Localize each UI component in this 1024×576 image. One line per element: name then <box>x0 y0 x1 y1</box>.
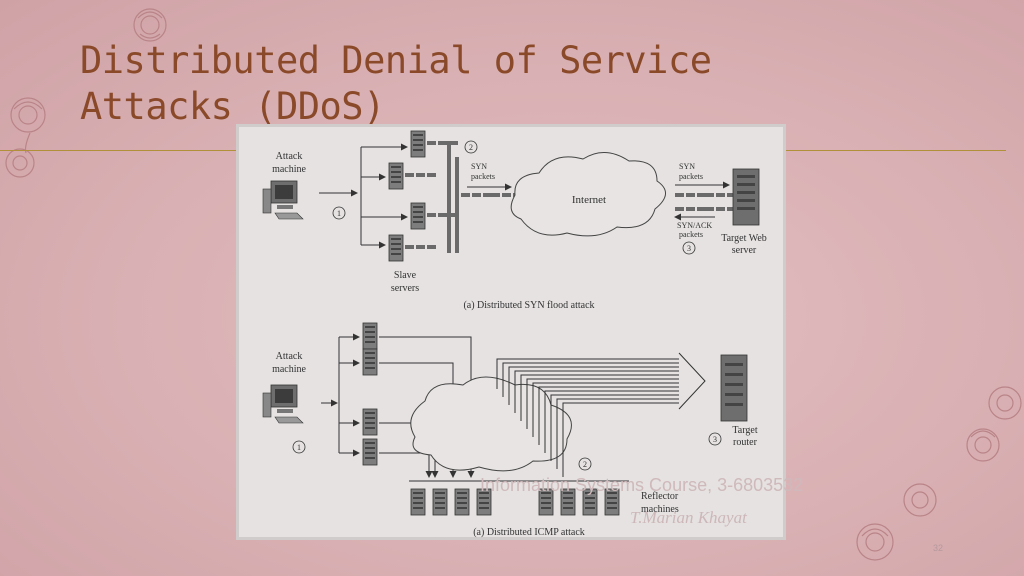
attack-machine-label: machine <box>272 364 306 375</box>
attack-machine-label: Attack <box>276 151 303 162</box>
footer-author: T.Marian Khayat <box>630 508 747 527</box>
rose-decoration-icon <box>856 483 937 561</box>
slave-server <box>362 408 378 436</box>
slave-server <box>362 322 378 350</box>
slave-server <box>362 348 378 376</box>
target-router-label: Target <box>732 425 757 436</box>
syn-flood-caption: (a) Distributed SYN flood attack <box>463 300 594 311</box>
ddos-diagram-svg: Attack machine 1 2 SYN <box>262 130 767 538</box>
internet-label: Internet <box>572 194 606 206</box>
internet-cloud: Internet <box>510 152 666 237</box>
slave-server <box>388 162 404 190</box>
syn-packets-label: packets <box>471 172 495 181</box>
attack-machine-label: machine <box>272 164 306 175</box>
ddos-diagram-figure: Attack machine 1 2 SYN <box>236 124 786 540</box>
step-2-a: 2 <box>469 143 473 152</box>
attack-machine-a: Attack machine <box>262 151 306 220</box>
target-router-label: router <box>733 437 758 448</box>
attack-machine-b: Attack machine <box>262 351 306 424</box>
icmp-attack-caption: (a) Distributed ICMP attack <box>473 527 585 538</box>
slave-servers-label: servers <box>391 283 419 294</box>
slide-number: 32 <box>933 543 944 553</box>
syn-packets-right-label: SYN <box>679 162 695 171</box>
reflector-machines-label: Reflector <box>641 491 679 502</box>
rose-decoration-icon <box>5 97 46 178</box>
slave-server <box>388 234 404 262</box>
reflector-machine <box>454 488 470 516</box>
syn-packets-right-label: packets <box>679 172 703 181</box>
reflected-traffic-lines <box>496 358 679 477</box>
syn-packets-label: SYN <box>471 162 487 171</box>
step-1-b: 1 <box>297 443 301 452</box>
step-2-b: 2 <box>583 460 587 469</box>
reflector-machines-label: machines <box>641 504 679 515</box>
slide-title: Distributed Denial of Service Attacks (D… <box>80 38 712 130</box>
slave-server <box>410 130 426 158</box>
syn-flood-diagram: Attack machine 1 2 SYN <box>262 130 767 311</box>
rose-decoration-icon <box>966 386 1022 462</box>
title-line-1: Distributed Denial of Service <box>80 39 712 82</box>
slave-server <box>362 438 378 466</box>
synack-packets-label: packets <box>679 230 703 239</box>
reflector-machine <box>410 488 426 516</box>
icmp-attack-diagram: Attack machine 1 <box>262 322 758 538</box>
target-web-server: Target Web server <box>721 168 767 256</box>
footer-course: Information Systems Course, 3-6803532 <box>480 475 804 495</box>
target-web-server-label: Target Web <box>721 233 767 244</box>
target-web-server-label: server <box>732 245 757 256</box>
title-line-2: Attacks (DDoS) <box>80 85 385 128</box>
step-3-b: 3 <box>713 435 717 444</box>
slave-servers-label: Slave <box>394 270 417 281</box>
internet-cloud-b <box>410 376 572 472</box>
rose-decoration-icon <box>133 8 167 42</box>
attack-machine-label: Attack <box>276 351 303 362</box>
reflector-machine <box>432 488 448 516</box>
slave-server <box>410 202 426 230</box>
step-3-a: 3 <box>687 244 691 253</box>
synack-packets-label: SYN/ACK <box>677 221 712 230</box>
target-router: Target router <box>720 354 758 448</box>
step-1-a: 1 <box>337 209 341 218</box>
